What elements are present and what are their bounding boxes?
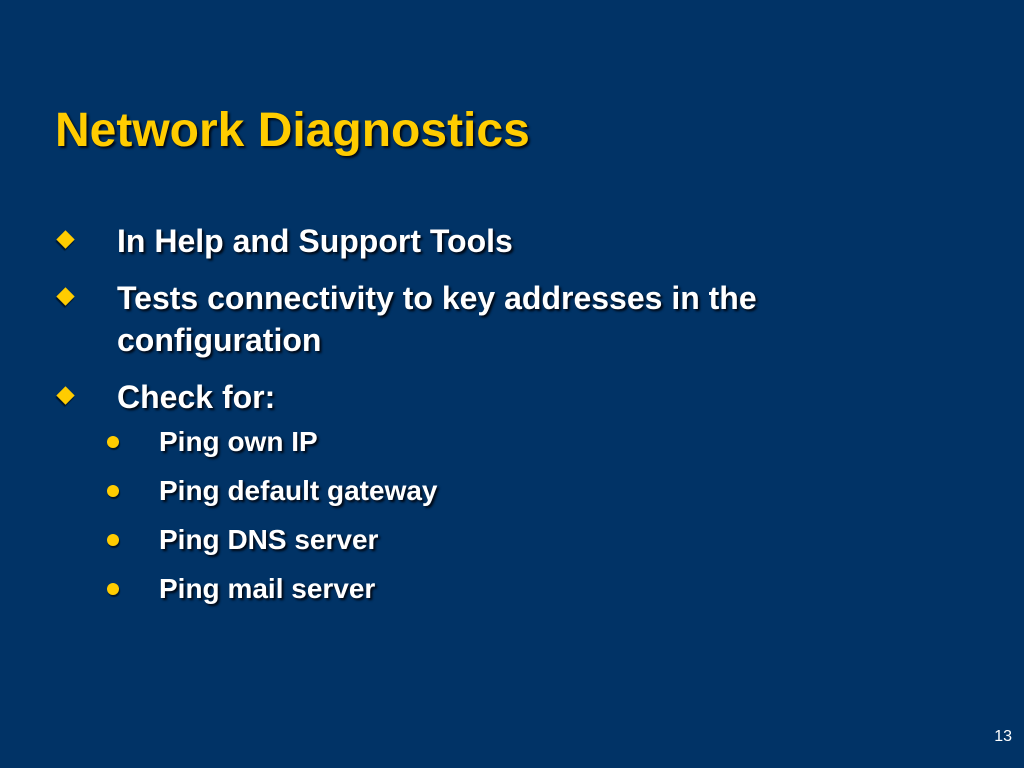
sub-bullet-text: Ping mail server [159,573,376,604]
bullet-item: Check for: Ping own IP Ping default gate… [55,376,955,607]
diamond-bullet-icon [56,230,75,249]
bullet-text: In Help and Support Tools [117,223,513,259]
sub-bullet-text: Ping DNS server [159,524,379,555]
sub-bullet-text: Ping default gateway [159,475,438,506]
bullet-list: In Help and Support Tools Tests connecti… [55,220,955,622]
circle-bullet-icon [107,485,119,497]
sub-bullet-text: Ping own IP [159,426,318,457]
circle-bullet-icon [107,534,119,546]
sub-bullet-item: Ping mail server [107,571,955,607]
bullet-item: Tests connectivity to key addresses in t… [55,277,955,361]
diamond-bullet-icon [56,287,75,306]
bullet-text: Tests connectivity to key addresses in t… [117,280,757,358]
page-number: 13 [994,728,1012,745]
sub-bullet-item: Ping DNS server [107,522,955,558]
bullet-item: In Help and Support Tools [55,220,955,262]
sub-bullet-list: Ping own IP Ping default gateway Ping DN… [107,424,955,607]
bullet-text: Check for: [117,379,276,415]
sub-bullet-item: Ping own IP [107,424,955,460]
circle-bullet-icon [107,436,119,448]
slide-title: Network Diagnostics [55,104,530,157]
circle-bullet-icon [107,583,119,595]
diamond-bullet-icon [56,386,75,405]
sub-bullet-item: Ping default gateway [107,473,955,509]
